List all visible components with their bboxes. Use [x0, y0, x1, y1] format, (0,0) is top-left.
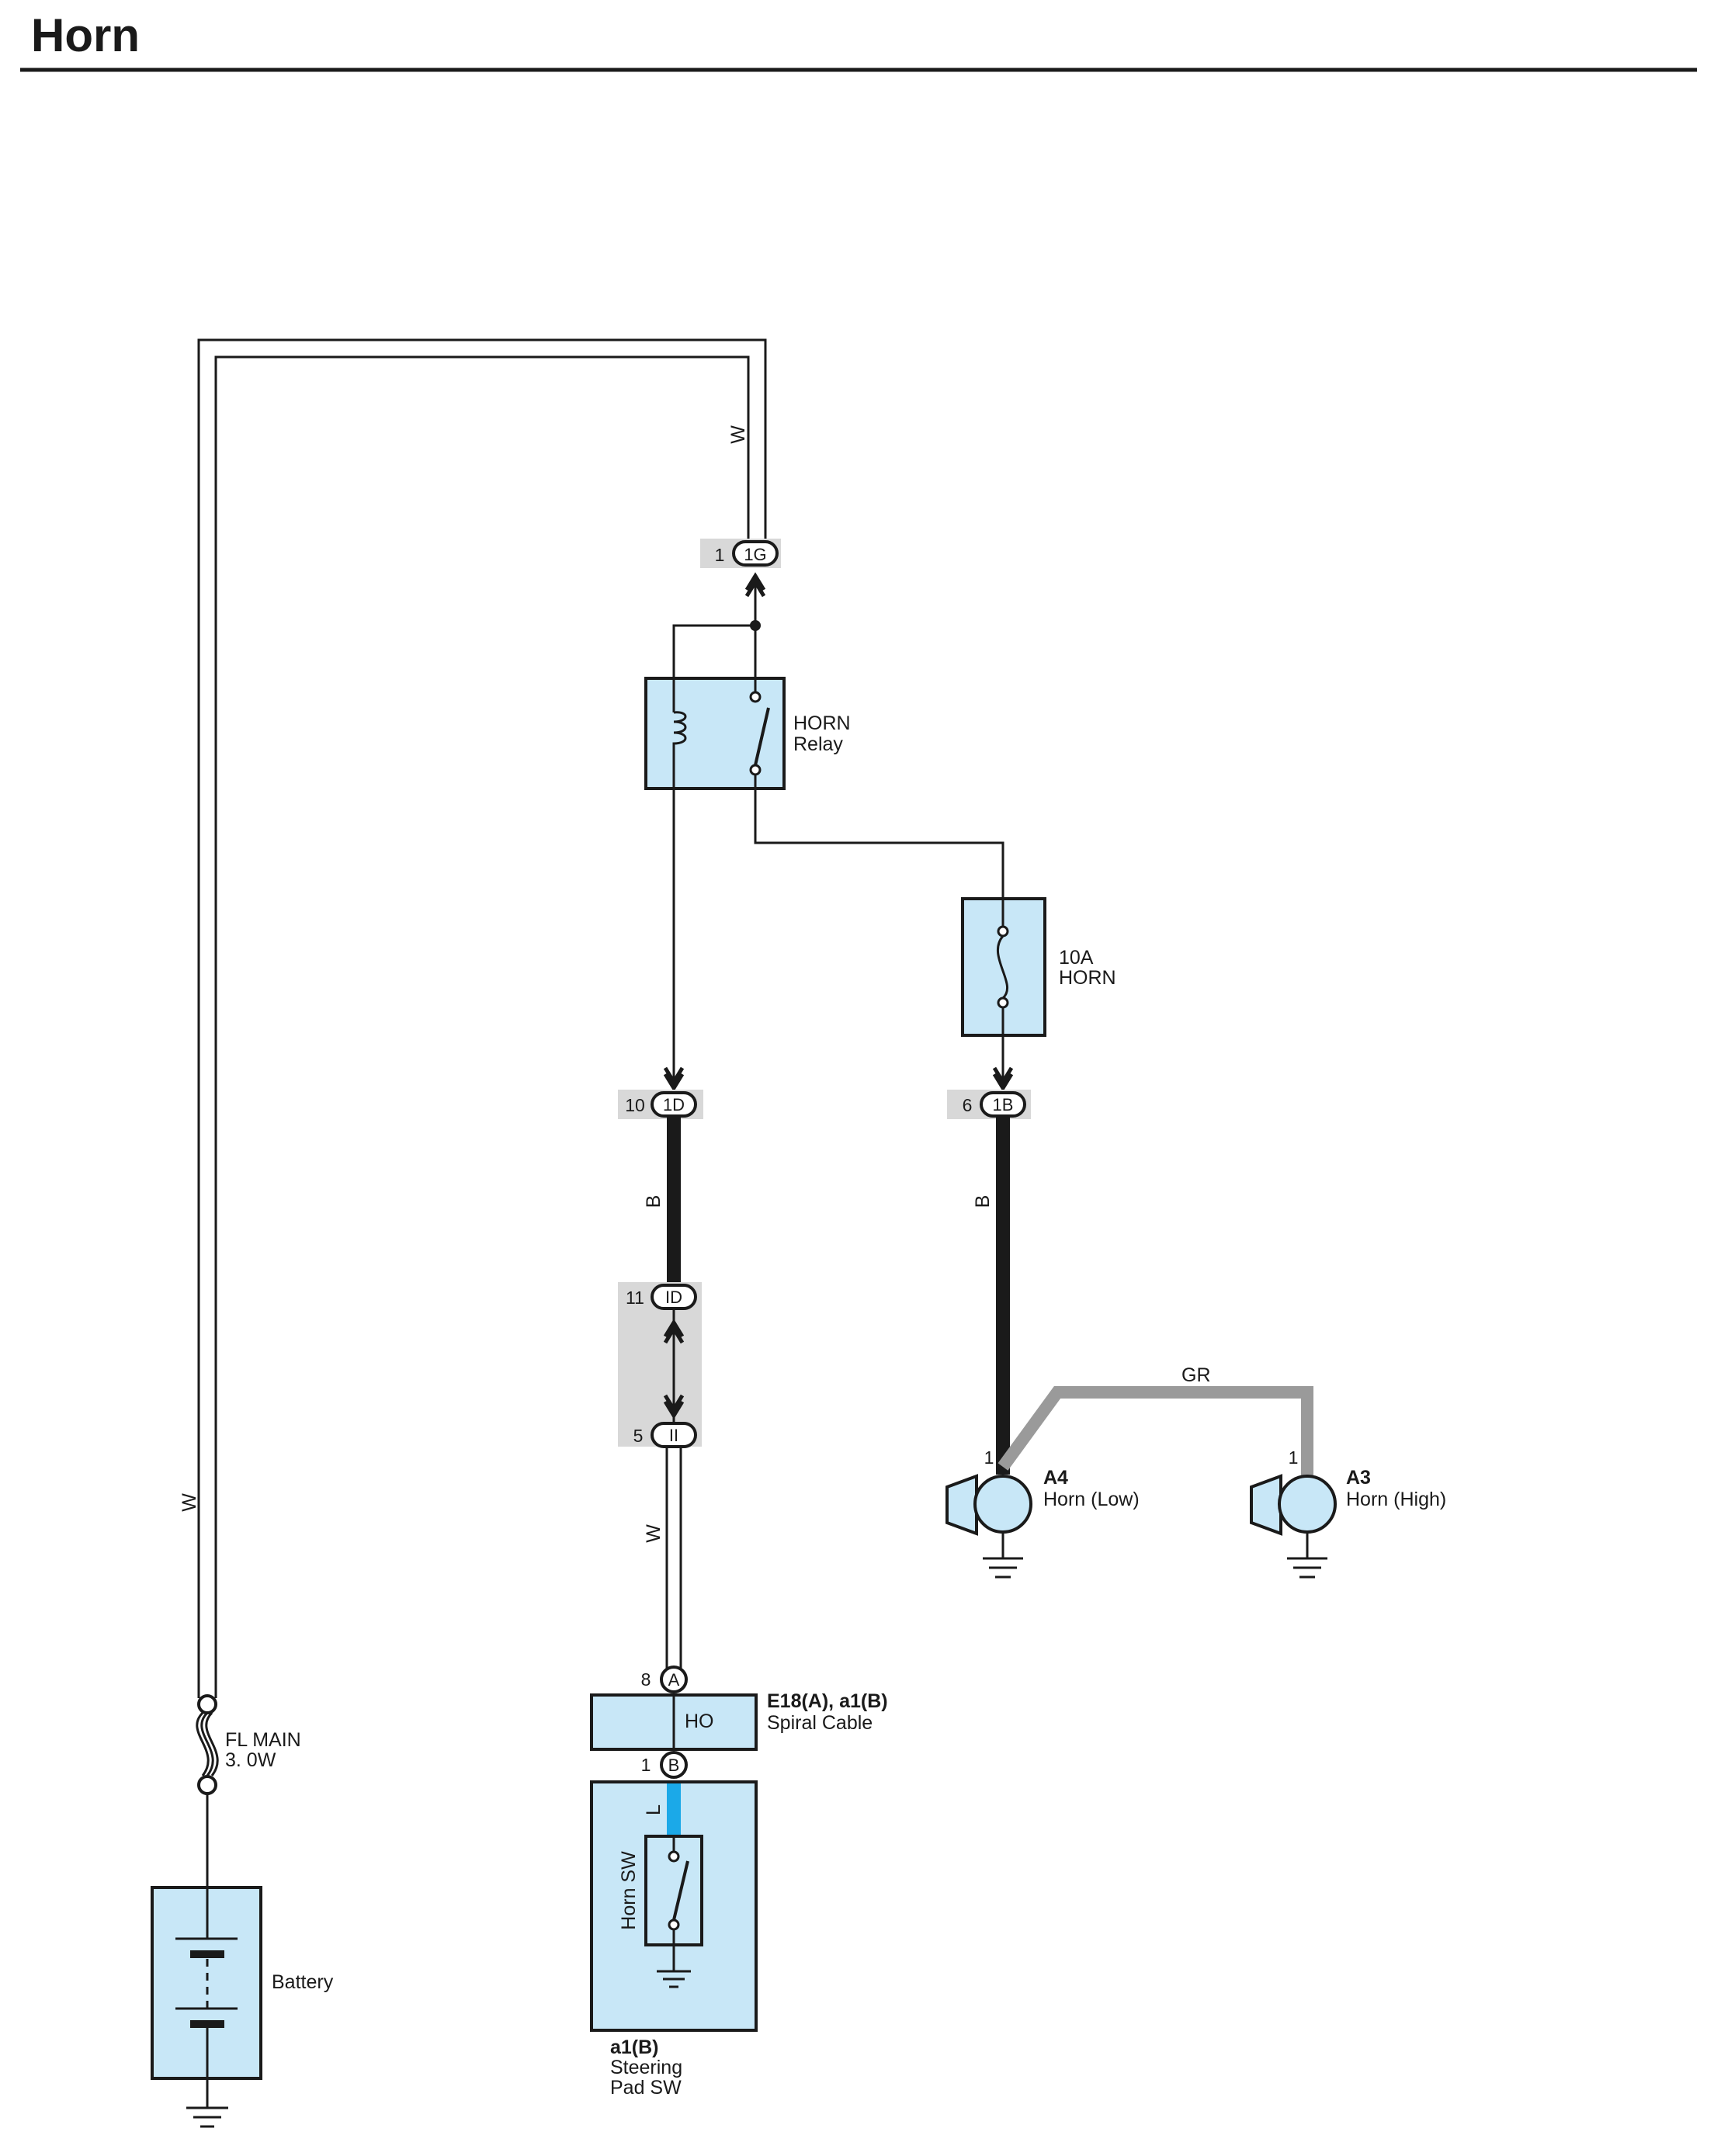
- terminal-a: [660, 1666, 688, 1693]
- arrow-id: [663, 1319, 685, 1344]
- horn-high-name: Horn (High): [1346, 1489, 1446, 1510]
- connector-ii: [651, 1422, 697, 1448]
- terminal-a-id: A: [668, 1670, 680, 1690]
- ground-icon-battery: [186, 2106, 228, 2128]
- terminal-b-id: B: [668, 1756, 680, 1775]
- arrow-1d: [663, 1066, 685, 1092]
- horn-sw-label: Horn SW: [618, 1851, 640, 1930]
- wire-label-w-left: W: [179, 1493, 200, 1512]
- steering-pad-code: a1(B): [610, 2036, 659, 2058]
- connector-1g: [700, 539, 781, 568]
- horn-relay-line1: HORN: [793, 712, 851, 734]
- wire-label-b-right: B: [972, 1195, 994, 1208]
- page-title: Horn: [31, 9, 140, 61]
- horn-high-icon: [1250, 1474, 1282, 1536]
- wire-coil-feed: [672, 624, 755, 680]
- wire-label-b-left: B: [643, 1195, 664, 1208]
- spiral-cable-name: Spiral Cable: [767, 1712, 873, 1734]
- connector-id-pin: 11: [626, 1288, 644, 1308]
- horn-relay-line2: Relay: [793, 733, 843, 755]
- wire-label-w-mid: W: [643, 1524, 664, 1543]
- steering-pad-line2: Pad SW: [610, 2077, 682, 2099]
- ground-icon-horn-sw: [657, 1970, 691, 1988]
- battery-label: Battery: [272, 1971, 334, 1993]
- wire-label-w-top: W: [727, 425, 749, 444]
- fuse-horn-line1: 10A: [1059, 947, 1094, 969]
- ground-icon-horn-low: [983, 1557, 1023, 1579]
- wire-w-main: [197, 338, 767, 1698]
- horn-relay: [644, 677, 786, 790]
- relay-coil-icon: [672, 678, 687, 789]
- horn-high-pin: 1: [1289, 1447, 1299, 1468]
- fusible-link-icon: [196, 1711, 219, 1776]
- horn-low-name: Horn (Low): [1043, 1489, 1140, 1510]
- fl-main-line2: 3. 0W: [225, 1749, 276, 1771]
- wire-w-spiral: [665, 1447, 682, 1669]
- horn-high: [1250, 1474, 1337, 1558]
- connector-1d: [618, 1090, 703, 1119]
- wire-label-l: L: [643, 1804, 664, 1815]
- connector-1g-pin: 1: [715, 545, 725, 565]
- horn-low-icon: [945, 1474, 978, 1536]
- arrow-1b: [992, 1066, 1014, 1092]
- connector-id-id: ID: [665, 1288, 682, 1307]
- terminal-b: [660, 1751, 688, 1779]
- arrow-ii: [663, 1394, 685, 1419]
- horn-low-pin: 1: [984, 1447, 994, 1468]
- connector-1d-id: 1D: [663, 1095, 685, 1114]
- steering-pad-line1: Steering: [610, 2057, 682, 2078]
- wire-relay-to-fuse: [754, 789, 1004, 899]
- relay-switch-icon: [754, 707, 770, 766]
- fl-main-fusible-link: [196, 1694, 219, 1795]
- fuse-horn-line2: HORN: [1059, 967, 1116, 989]
- battery-icon: [175, 1887, 238, 2108]
- ground-icon-horn-high: [1287, 1557, 1327, 1579]
- connector-ii-pin: 5: [633, 1426, 644, 1446]
- horn-low: [945, 1474, 1032, 1558]
- spiral-cable-terminal: HO: [685, 1711, 714, 1732]
- connector-1g-id: 1G: [744, 545, 766, 564]
- horn-low-code: A4: [1043, 1467, 1068, 1489]
- junction-block: [618, 1282, 702, 1447]
- connector-ii-id: II: [669, 1426, 678, 1445]
- terminal-b-pin: 1: [641, 1755, 651, 1775]
- fuse-10a-horn: [961, 897, 1046, 1037]
- fuse-icon: [997, 935, 1009, 1000]
- fl-main-line1: FL MAIN: [225, 1729, 301, 1751]
- wire-gr: [998, 1386, 1313, 1478]
- connector-1d-pin: 10: [625, 1095, 645, 1115]
- wire-label-gr: GR: [1181, 1364, 1211, 1386]
- connector-1b-pin: 6: [963, 1095, 973, 1115]
- spiral-cable-code: E18(A), a1(B): [767, 1690, 888, 1712]
- connector-1b: [947, 1090, 1031, 1119]
- horn-sw-contact-icon: [672, 1860, 689, 1921]
- connector-1b-id: 1B: [993, 1095, 1014, 1114]
- horn-high-code: A3: [1346, 1467, 1371, 1489]
- terminal-a-pin: 8: [641, 1669, 651, 1690]
